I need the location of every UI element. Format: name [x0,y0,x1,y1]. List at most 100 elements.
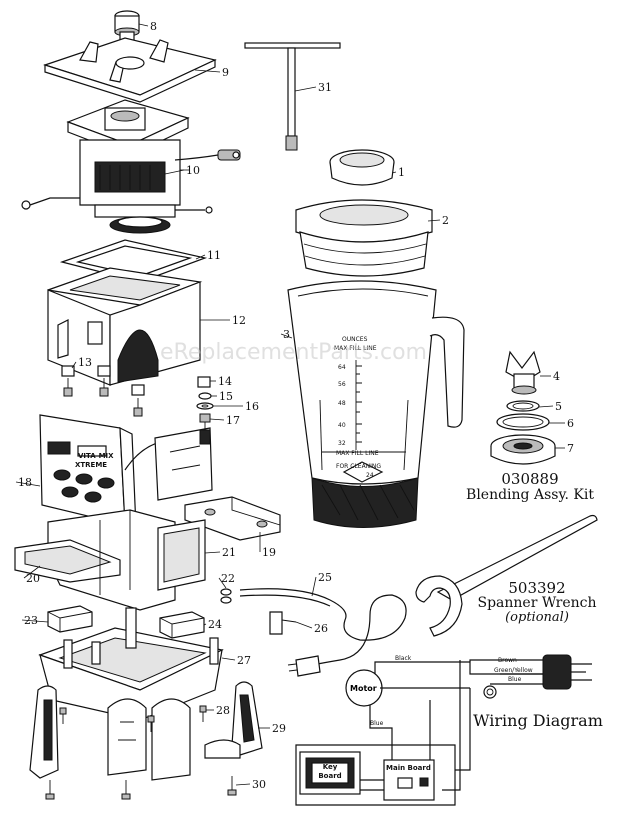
spanner-kit-name: Spanner Wrench [477,595,597,611]
spanner-kit-number: 503392 [508,579,566,597]
part-1-lid-plug [329,149,395,186]
part-15-nut [198,392,212,400]
part-number-callout: 11 [207,249,221,262]
part-8-drive-socket [114,10,140,43]
jar-max-fill-label: MAX FILL LINE [334,345,377,352]
wire-label-blue-left: Blue [370,720,384,727]
jar-scale-mark: 48 [338,400,346,407]
part-number-callout: 20 [26,572,40,585]
callout-leader [71,361,77,369]
part-number-callout: 14 [218,375,232,388]
motor-label: Motor [350,684,377,693]
key-board-label: Key Board [318,763,342,780]
callout-leader [280,333,293,339]
part-31-t-wrench [244,42,341,151]
jar-scale-mark: 56 [338,381,346,388]
callout-leader [23,565,41,579]
part-9-top-plate [43,37,217,103]
part-6-gasket [496,413,550,431]
wire-label-green-yellow: Green/Yellow [494,667,533,674]
part-20-base-frame [14,509,176,611]
panel-model-text: XTREME [75,461,107,469]
part-5-o-ring [506,400,540,412]
jar-scale-mark: 32 [338,440,346,447]
jar-scale: 64 56 48 40 32 [338,364,346,447]
part-number-callout: 4 [553,370,560,383]
callout-leader [164,169,185,175]
wiring-diagram-title: Wiring Diagram [473,711,603,730]
blending-kit-number: 030889 [501,470,559,488]
callout-leader [195,254,206,260]
part-number-callout: 10 [186,164,200,177]
panel-brand-text: VITA-MIX [78,452,114,460]
callout-leader [311,576,317,597]
part-number-callout: 6 [567,417,574,430]
part-10-motor-assembly [21,99,241,234]
spanner-kit-note: (optional) [505,610,569,625]
part-23-spacer [47,605,93,633]
part-number-callout: 9 [222,66,229,79]
part-number-callout: 18 [18,476,32,489]
jar-max-fill-line-label: MAX FILL LINE [336,450,379,457]
part-28-screws [59,705,207,732]
callout-leader [138,23,149,27]
main-board-label: Main Board [386,764,431,772]
callout-leader [194,69,221,73]
callout-leader [295,621,313,629]
main-board-part [154,427,213,501]
part-24-spacer [159,611,205,639]
part-21-side-bracket [157,519,206,591]
watermark: eReplacementParts.com [160,340,427,365]
part-number-callout: 13 [78,356,92,369]
jar-scale-mark: 40 [338,422,346,429]
part-number-callout: 23 [24,614,38,627]
wire-label-brown: Brown [498,657,517,664]
part-number-callout: 27 [237,654,251,667]
part-number-callout: 25 [318,571,332,584]
part-number-callout: 7 [567,442,574,455]
part-4-blade [505,350,541,395]
part-number-callout: 26 [314,622,328,635]
part-14-foot [197,376,211,388]
part-3-jar: OUNCES MAX FILL LINE MAX FILL LINE FOR C… [287,280,465,528]
key-board-label-wrap: Key Board [318,763,342,780]
part-number-callout: 31 [318,81,332,94]
part-18-control-panel: VITA-MIX XTREME [39,414,176,529]
part-19-bracket [184,496,281,541]
wire-label-blue-top: Blue [508,676,522,683]
jar-ounces-label: OUNCES [342,336,368,343]
callout-leader [221,657,236,661]
part-number-callout: 24 [208,618,222,631]
part-number-callout: 21 [222,546,236,559]
callout-leader [203,623,207,626]
jar-scale-mark: 64 [338,364,346,371]
callout-leader [427,219,441,222]
part-26-ground-clip [269,611,297,635]
part-30-screws [45,776,237,800]
part-16-washer [196,402,214,410]
part-22-washers [220,588,232,604]
part-number-callout: 3 [283,328,290,341]
callout-leader [204,551,221,554]
callout-leader [538,405,554,408]
wiring-diagram: Black Brown Green/Yellow Blue Blue Motor… [295,654,592,806]
spanner-wrench [415,514,598,637]
jar-for-cleaning-label: FOR CLEANING [336,463,381,470]
callout-leader [209,418,225,421]
part-number-callout: 28 [216,704,230,717]
blending-kit-callout: 030889 Blending Assy. Kit [455,471,605,503]
wire-label-black: Black [395,655,412,662]
part-number-callout: 15 [219,390,233,403]
part-12-motor-base [47,267,203,386]
part-number-callout: 12 [232,314,246,327]
part-29-foot-covers [29,681,263,781]
part-25-power-cord [239,588,407,677]
part-number-callout: 29 [272,722,286,735]
part-number-callout: 8 [150,20,157,33]
callout-leader [235,783,251,786]
part-number-callout: 16 [245,400,259,413]
callout-leader [21,619,49,623]
